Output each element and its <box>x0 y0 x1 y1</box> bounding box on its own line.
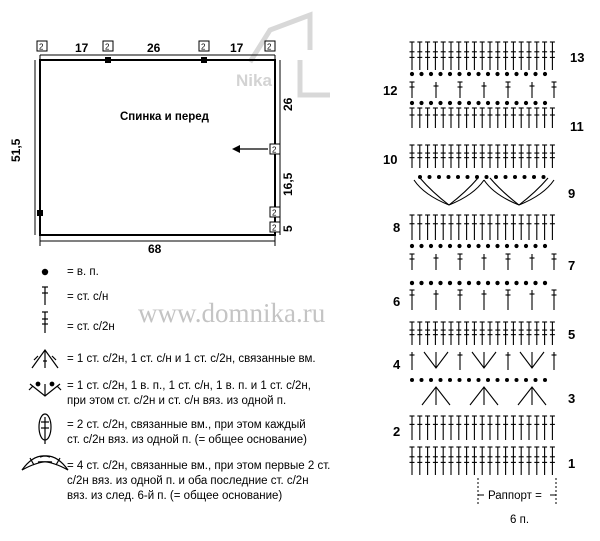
corner-mark: 2 <box>269 221 281 233</box>
legend-fan-line-1: = 1 ст. с/2н, 1 в. п., 1 ст. с/н, 1 в. п… <box>67 380 311 392</box>
legend-leaf-line-1: = 2 ст. с/2н, связанные вм., при этом ка… <box>67 419 306 431</box>
svg-text:2: 2 <box>272 224 277 233</box>
fan-cluster-icon <box>28 381 62 397</box>
row-number-9: 9 <box>568 186 575 201</box>
repeat-bracket: Раппорт = 6 п. <box>477 478 557 526</box>
row-number-6: 6 <box>393 294 400 309</box>
legend-fan-line-2: при этом ст. с/2н и ст. с/н вяз. из одно… <box>67 395 287 407</box>
chain-row <box>409 71 548 77</box>
right-dim-top: 26 <box>281 97 295 111</box>
stitch-row <box>409 321 555 345</box>
leaf-row <box>413 175 555 206</box>
svg-text:2: 2 <box>201 43 206 52</box>
top-dim-right: 17 <box>230 41 244 55</box>
open-row <box>409 81 557 98</box>
corner-mark: 2 <box>36 40 48 52</box>
fan-rows <box>409 351 557 406</box>
svg-text:2: 2 <box>272 209 277 218</box>
legend-crossed-line-3: вяз. из след. 6-й п. (= общее основание) <box>67 490 283 502</box>
row-number-4: 4 <box>393 357 401 372</box>
double-leaf-icon <box>38 413 52 444</box>
row-number-3: 3 <box>568 391 575 406</box>
row-number-5: 5 <box>568 327 575 342</box>
legend-dot-text: = в. п. <box>67 266 99 278</box>
chain-row <box>409 243 548 249</box>
repeat-count: 6 п. <box>510 514 529 526</box>
open-row <box>409 289 557 310</box>
legend-crossed-line-1: = 4 ст. с/2н, связанные вм., при этом пе… <box>67 460 331 472</box>
stitch-row <box>409 41 555 70</box>
crochet-chart <box>409 41 557 475</box>
legend-cluster-line-1: = 1 ст. с/2н, 1 ст. с/н и 1 ст. с/2н, св… <box>67 353 316 365</box>
legend-crossed-line-2: с/2н вяз. из одной п. и оба последние ст… <box>67 475 309 487</box>
stitch-row <box>409 415 555 440</box>
row-number-2: 2 <box>393 424 400 439</box>
svg-text:2: 2 <box>267 43 272 52</box>
legend-leaf-line-2: ст. с/2н вяз. из одной п. (= общее основ… <box>67 434 307 446</box>
legend-double-text: = ст. с/2н <box>67 321 115 333</box>
right-dim-middle: 16,5 <box>281 172 295 196</box>
row-number-13: 13 <box>570 50 584 65</box>
stitch-row <box>409 446 555 475</box>
bottom-dim: 68 <box>148 242 162 256</box>
row-number-8: 8 <box>393 220 400 235</box>
schematic-title: Спинка и перед <box>120 111 210 123</box>
row-number-1: 1 <box>568 456 575 471</box>
open-row <box>409 253 557 270</box>
single-crochet-stitch-icon <box>42 286 48 305</box>
svg-text:2: 2 <box>272 146 277 155</box>
corner-mark: 2 <box>269 143 281 155</box>
row-numbers: 13 11 9 7 5 3 1 12 10 8 6 4 2 <box>383 50 584 471</box>
chain-row <box>409 100 548 106</box>
chain-row <box>409 280 548 286</box>
corner-mark: 2 <box>102 40 114 52</box>
left-dim: 51,5 <box>9 138 23 162</box>
site-watermark: www.domnika.ru <box>138 298 326 328</box>
schematic: 2 2 2 2 2 2 2 17 26 17 26 16,5 5 51,5 68 Спинк… <box>9 40 295 256</box>
row-number-12: 12 <box>383 83 397 98</box>
svg-text:2: 2 <box>39 43 44 52</box>
repeat-label: Раппорт = <box>488 490 542 502</box>
corner-mark: 2 <box>269 206 281 218</box>
triple-cluster-icon <box>31 348 59 369</box>
row-number-10: 10 <box>383 152 397 167</box>
svg-text:2: 2 <box>105 43 110 52</box>
corner-mark: 2 <box>264 40 276 52</box>
double-crochet-stitch-icon <box>42 311 48 333</box>
stitch-row <box>409 107 555 128</box>
stitch-row <box>409 214 555 240</box>
crossed-leaves-icon <box>21 455 69 471</box>
top-dim-middle: 26 <box>147 41 161 55</box>
right-dim-bottom: 5 <box>281 225 295 232</box>
row-number-11: 11 <box>570 119 584 134</box>
dot-icon <box>41 268 49 276</box>
nika-logo: Nika <box>236 11 330 98</box>
row-number-7: 7 <box>568 258 575 273</box>
legend-single-text: = ст. с/н <box>67 291 109 303</box>
top-dim-left: 17 <box>75 41 89 55</box>
legend-symbols <box>21 268 69 471</box>
stitch-row <box>409 144 555 168</box>
corner-mark: 2 <box>198 40 210 52</box>
logo-text: Nika <box>236 71 272 90</box>
